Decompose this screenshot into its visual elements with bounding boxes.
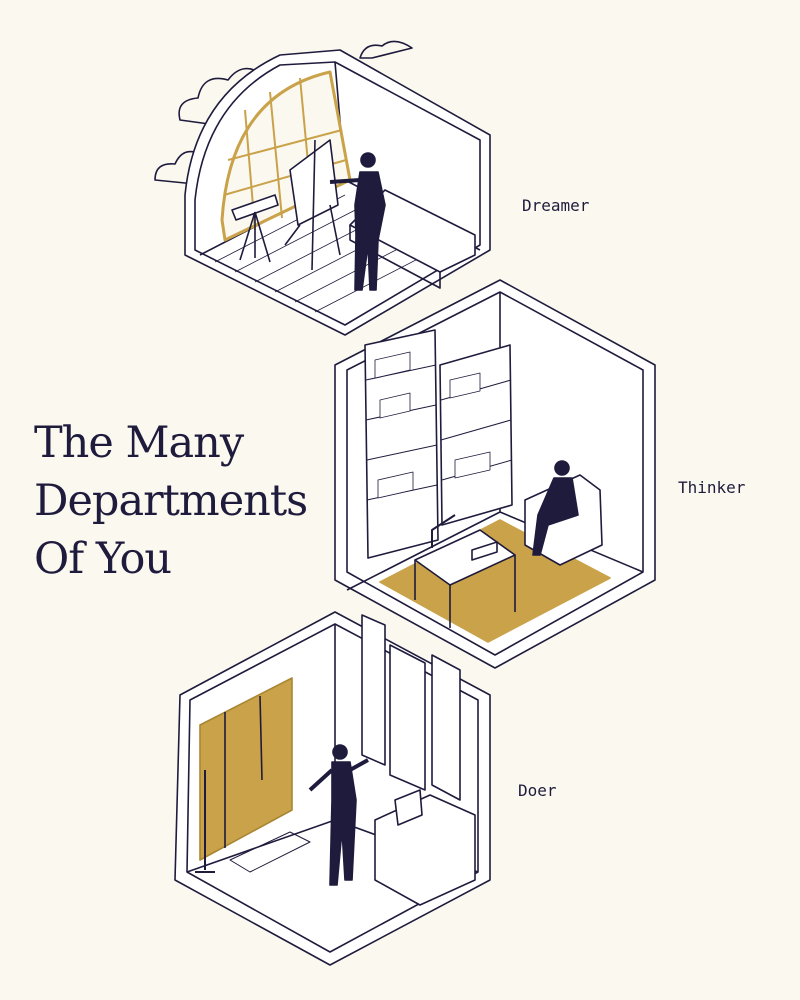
doer-label: Doer [518, 781, 557, 800]
thinker-room [334, 279, 656, 669]
title-line-3: Of You [34, 534, 172, 584]
title-line-2: Departments [34, 476, 308, 526]
thinker-label: Thinker [678, 478, 746, 497]
dreamer-person [329, 152, 386, 291]
page-title: The Many Departments Of You [34, 414, 308, 588]
dreamer-room [184, 49, 491, 336]
dreamer-label: Dreamer [522, 196, 590, 215]
doer-room [174, 611, 491, 966]
doer-person [308, 744, 369, 886]
title-line-1: The Many [34, 418, 244, 468]
thinker-person [532, 460, 579, 556]
